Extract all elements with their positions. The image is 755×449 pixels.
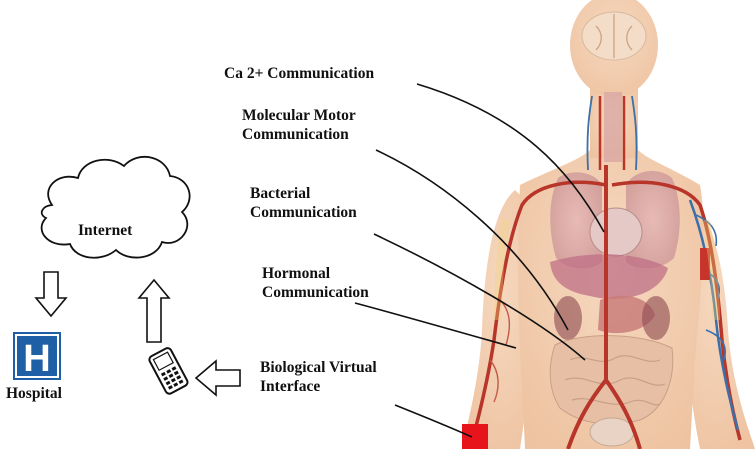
internet-label: Internet	[78, 222, 132, 240]
phone-icon	[148, 347, 189, 395]
interface-marker	[462, 424, 488, 449]
interface-label-line2: Interface	[260, 377, 377, 396]
bacterial-label-line2: Communication	[250, 203, 357, 222]
human-body-icon	[462, 0, 755, 449]
cloud-icon	[42, 157, 190, 258]
hormonal-communication-label: Hormonal Communication	[262, 264, 369, 302]
calcium-label-text: Ca 2+ Communication	[224, 65, 374, 82]
hospital-sign-letter: H	[23, 338, 50, 380]
calcium-communication-label: Ca 2+ Communication	[224, 64, 374, 83]
leader-line-interface	[395, 405, 472, 437]
molecular-label-line2: Communication	[242, 125, 356, 144]
bacterial-label-line1: Bacterial	[250, 184, 357, 203]
interface-label-line1: Biological Virtual	[260, 358, 377, 377]
hospital-label: Hospital	[6, 385, 62, 403]
biological-virtual-interface-label: Biological Virtual Interface	[260, 358, 377, 396]
arrow-down-icon	[36, 272, 66, 316]
hormonal-label-line1: Hormonal	[262, 264, 369, 283]
arrow-up-icon	[139, 280, 169, 342]
arrow-left-icon	[196, 361, 240, 395]
hormonal-label-line2: Communication	[262, 283, 369, 302]
molecular-label-line1: Molecular Motor	[242, 106, 356, 125]
hospital-icon: H	[13, 332, 61, 380]
molecular-motor-communication-label: Molecular Motor Communication	[242, 106, 356, 144]
bacterial-communication-label: Bacterial Communication	[250, 184, 357, 222]
